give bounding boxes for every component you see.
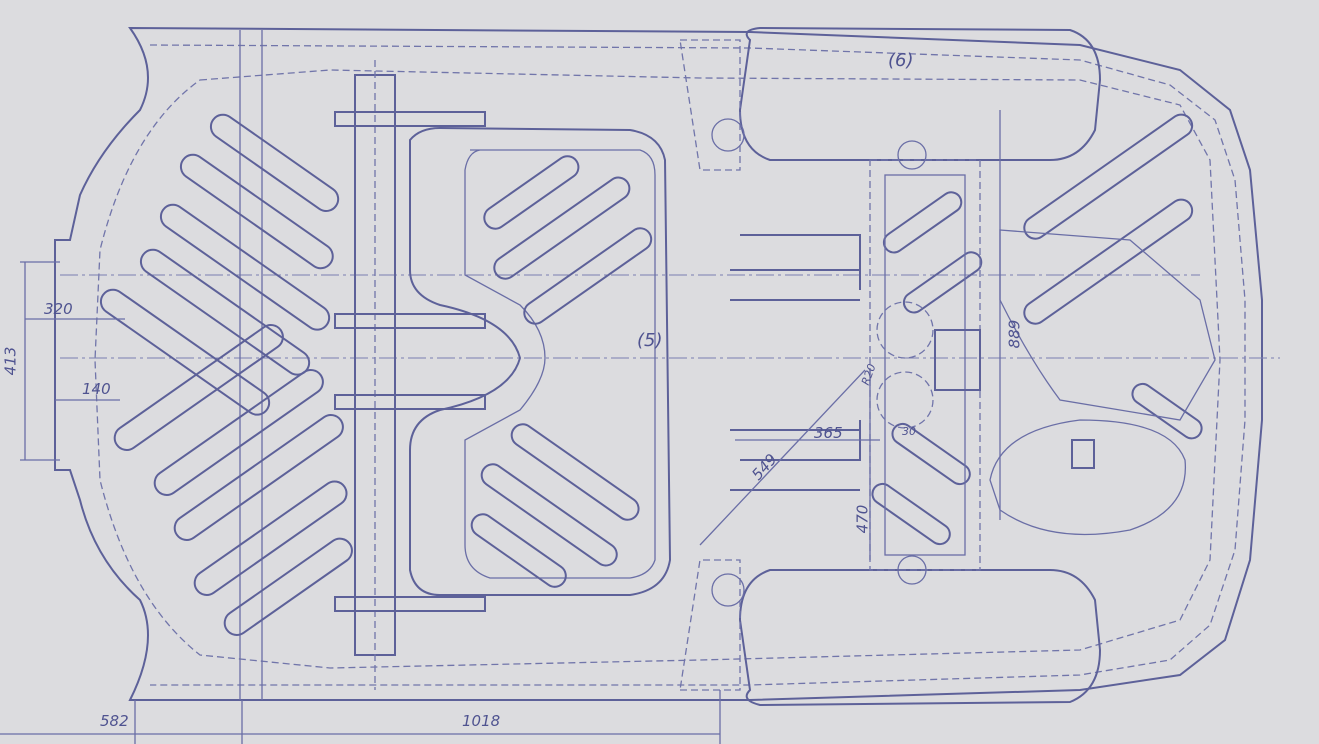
part-label-floor-pan: (5) [637,330,663,351]
dimension-320: 320 [44,300,73,318]
seat-well-bottom [738,569,1102,707]
floor-outline [54,26,1263,701]
mount-brackets [334,111,486,612]
seat-well-top [738,26,1102,161]
dimension-582: 582 [100,712,129,730]
dimension-470: 470 [853,504,872,534]
dimension-30: 30 [902,425,916,438]
dimension-140: 140 [82,380,111,398]
dimension-1018: 1018 [462,712,501,730]
dimension-413: 413 [1,346,20,376]
dimension-889: 889 [1005,319,1024,349]
dimension-365: 365 [814,424,843,442]
part-label-rear-seat-well: (6) [888,50,914,71]
dimension-lines [0,110,1001,744]
stiffening-ribs [99,113,1203,636]
